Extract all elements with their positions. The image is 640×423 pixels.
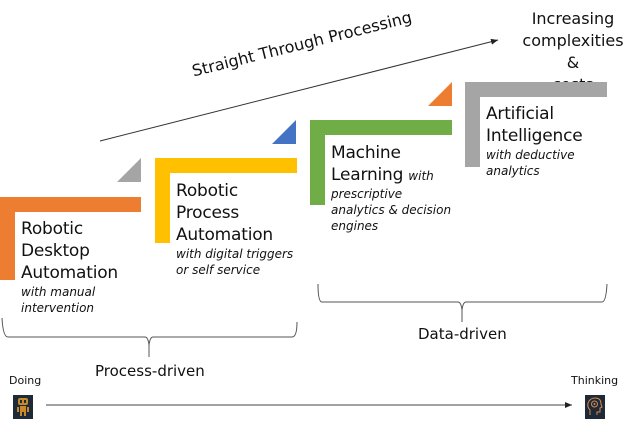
robot-icon bbox=[13, 395, 33, 419]
step-title-line: Machine bbox=[331, 143, 401, 163]
step-subtitle-line: prescriptive bbox=[331, 187, 403, 201]
ml-bar-top bbox=[310, 120, 452, 135]
ai-bar-side bbox=[465, 82, 480, 167]
step-subtitle-line: intervention bbox=[21, 301, 95, 315]
process-bracket bbox=[1, 317, 298, 357]
step-subtitle-inline: with bbox=[408, 169, 434, 183]
thinking-label: Thinking bbox=[571, 374, 619, 387]
step-title-line: Robotic bbox=[21, 219, 83, 239]
rpa-bar-side bbox=[155, 158, 170, 243]
rda-corner-triangle bbox=[117, 158, 141, 182]
stp-arrow bbox=[99, 38, 499, 142]
rpa-bar-top bbox=[155, 158, 297, 173]
complexity-label-line: Increasing bbox=[531, 9, 615, 28]
data-bracket bbox=[317, 283, 608, 322]
step-title-line: Artificial bbox=[486, 104, 554, 124]
ml-corner-triangle bbox=[428, 82, 452, 106]
step-subtitle-line: or self service bbox=[176, 263, 261, 277]
rpa-corner-triangle bbox=[272, 120, 296, 144]
rda-bar-top bbox=[0, 197, 141, 212]
step-subtitle-line: engines bbox=[331, 219, 379, 233]
step-title-line: Learning bbox=[331, 165, 404, 185]
step-title-line: Automation bbox=[176, 225, 274, 245]
step-subtitle-line: with deductive bbox=[486, 148, 575, 162]
step-rda: Robotic Desktop Automation with manual i… bbox=[21, 218, 118, 316]
step-title-line: Intelligence bbox=[486, 126, 583, 146]
step-title-line: Automation bbox=[21, 263, 119, 283]
complexity-label-line: complexities & bbox=[522, 31, 624, 72]
ai-bar-top bbox=[465, 82, 607, 97]
doing-label: Doing bbox=[9, 374, 42, 387]
ml-bar-side bbox=[310, 120, 325, 205]
step-subtitle-line: analytics & decision bbox=[331, 203, 452, 217]
step-rpa: Robotic Process Automation with digital … bbox=[176, 180, 293, 278]
step-title-line: Robotic bbox=[176, 181, 238, 201]
step-title-line: Desktop bbox=[21, 241, 90, 261]
data-driven-label: Data-driven bbox=[418, 325, 507, 343]
step-title-line: Process bbox=[176, 203, 240, 223]
step-subtitle-line: analytics bbox=[486, 164, 540, 178]
step-subtitle-line: with digital triggers bbox=[176, 247, 294, 261]
head-gears-icon bbox=[585, 395, 605, 419]
step-ai: Artificial Intelligence with deductive a… bbox=[486, 103, 583, 179]
process-driven-label: Process-driven bbox=[95, 362, 205, 380]
step-subtitle-line: with manual bbox=[21, 285, 96, 299]
step-ml: Machine Learning with prescriptive analy… bbox=[331, 142, 451, 234]
rda-bar-side bbox=[0, 197, 15, 280]
